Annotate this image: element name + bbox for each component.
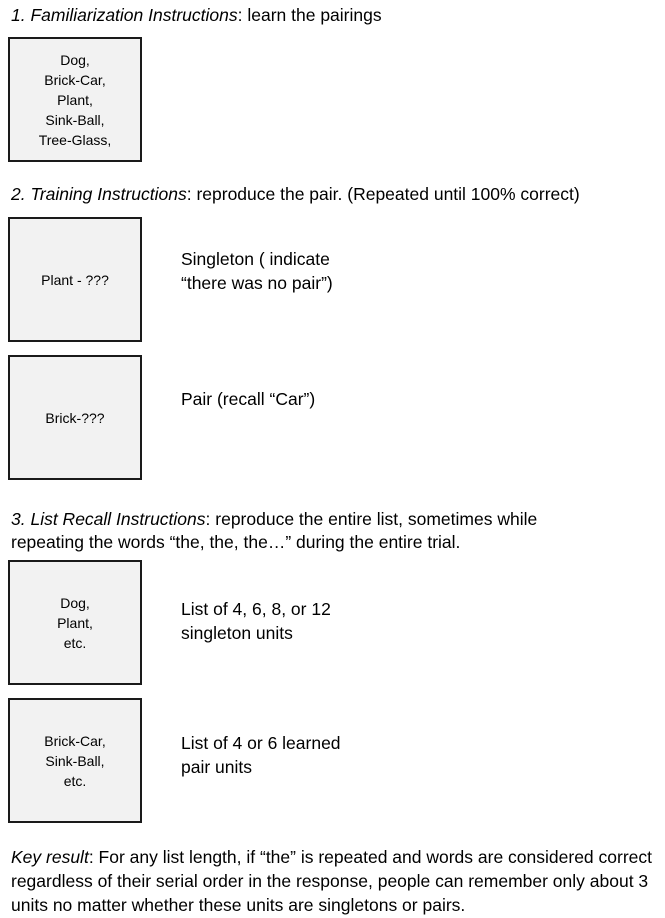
training-singleton-description: Singleton ( indicate “there was no pair”…	[181, 249, 333, 293]
list-recall-pair-description: List of 4 or 6 learned pair units	[181, 733, 341, 777]
list-recall-heading: 3. List Recall Instructions: reproduce t…	[11, 508, 537, 530]
familiarization-instruction: : learn the pairings	[237, 5, 382, 25]
training-singleton-box: Plant - ???	[8, 217, 142, 342]
list-recall-instruction-line2: repeating the words “the, the, the…” dur…	[11, 532, 461, 552]
list-recall-singleton-box: Dog, Plant, etc.	[8, 560, 142, 685]
familiarization-heading: 1. Familiarization Instructions: learn t…	[11, 4, 382, 26]
training-label: 2. Training Instructions	[11, 184, 187, 204]
key-result-paragraph: Key result: For any list length, if “the…	[11, 845, 661, 917]
training-instruction: : reproduce the pair. (Repeated until 10…	[186, 184, 580, 204]
training-pair-box: Brick-???	[8, 355, 142, 480]
list-recall-label: 3. List Recall Instructions	[11, 509, 206, 529]
familiarization-label: 1. Familiarization Instructions	[11, 5, 238, 25]
training-heading: 2. Training Instructions: reproduce the …	[11, 183, 580, 205]
list-recall-instruction-line1: : reproduce the entire list, sometimes w…	[205, 509, 538, 529]
list-recall-singleton-description: List of 4, 6, 8, or 12 singleton units	[181, 599, 331, 643]
list-recall-pair-box: Brick-Car, Sink-Ball, etc.	[8, 698, 142, 823]
key-result-label: Key result	[11, 847, 89, 867]
training-pair-description: Pair (recall “Car”)	[181, 389, 316, 409]
familiarization-box: Dog, Brick-Car, Plant, Sink-Ball, Tree-G…	[8, 37, 142, 162]
key-result-text: : For any list length, if “the” is repea…	[11, 847, 652, 915]
